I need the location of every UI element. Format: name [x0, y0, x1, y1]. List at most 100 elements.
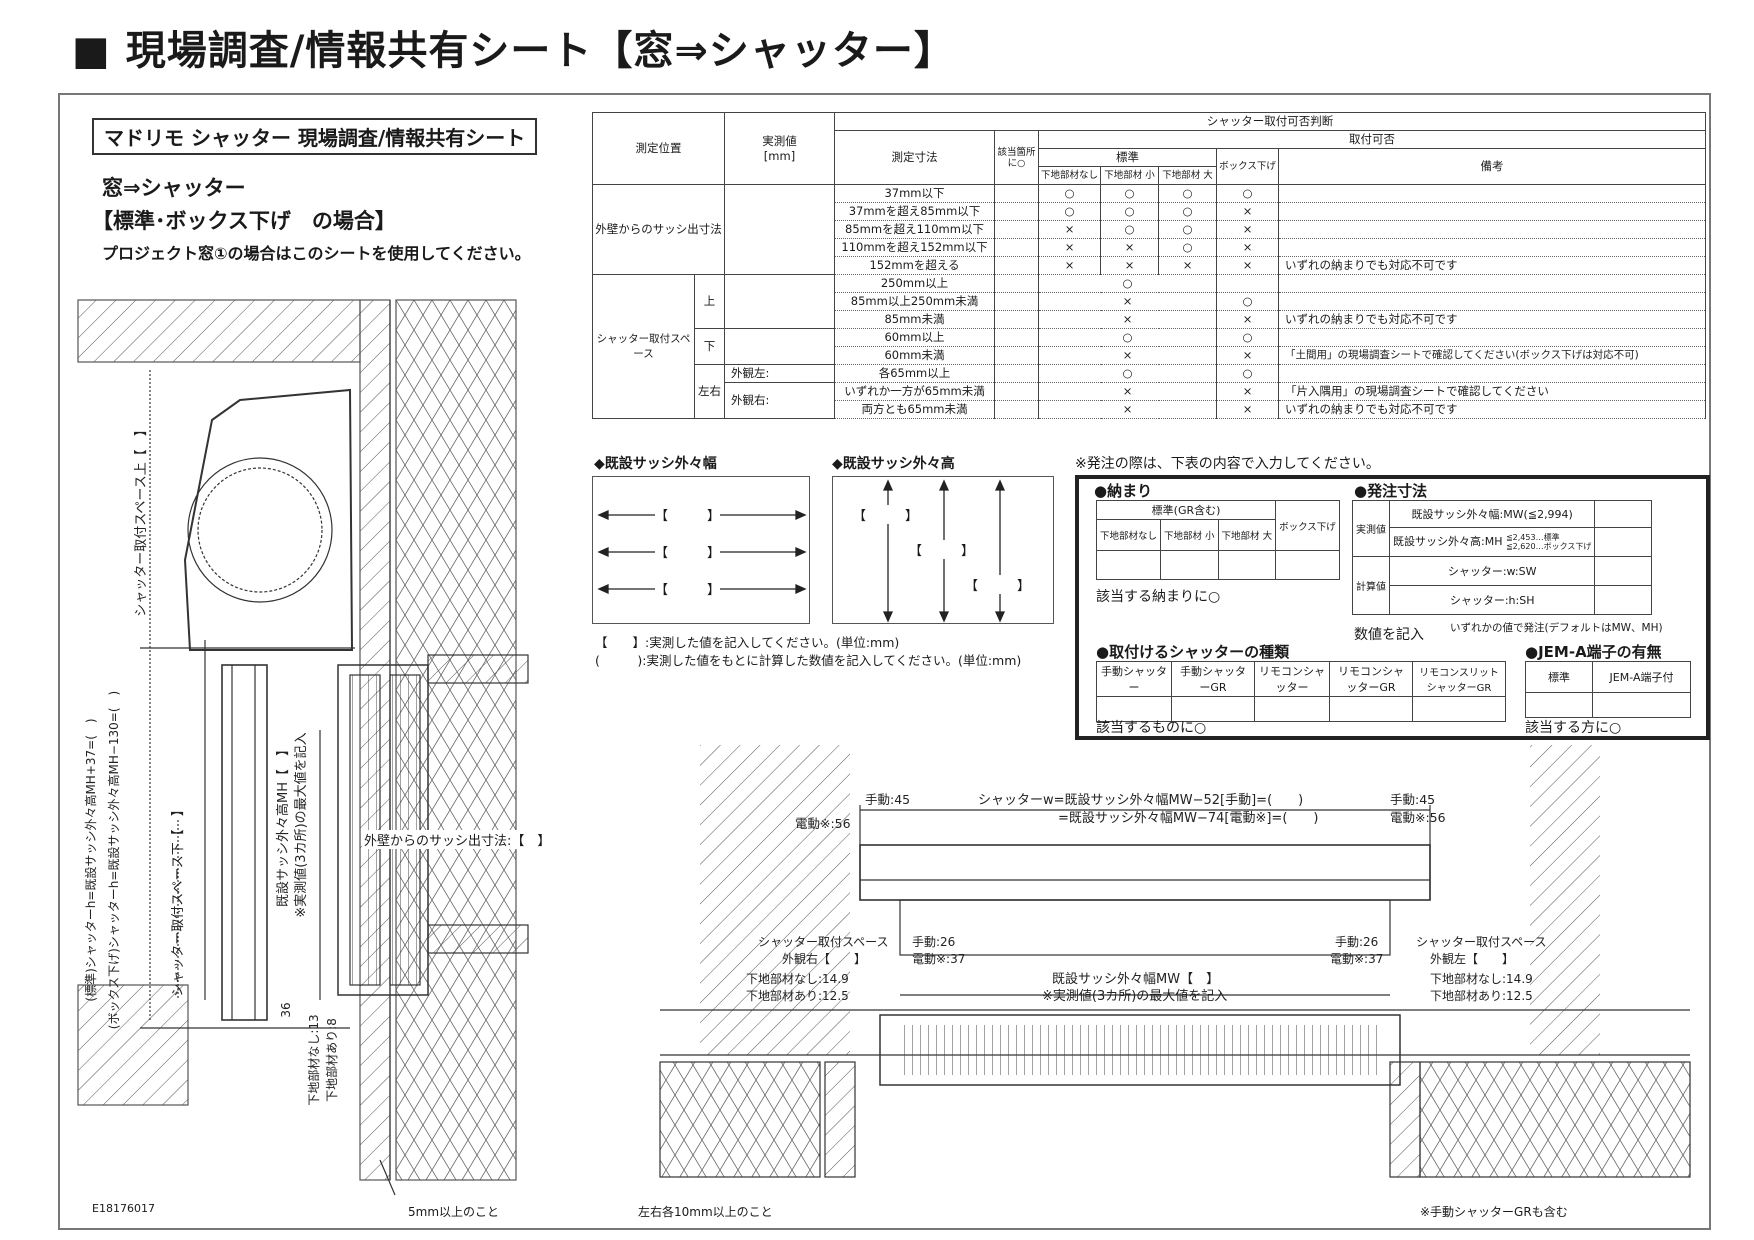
bottom-actual-cell[interactable] [724, 328, 835, 365]
table-row: 37mmを超え85mm以下 ○○○× [593, 202, 1706, 221]
section-mh-note: ※実測値(3カ所)の最大値を記入 [293, 732, 309, 917]
table-row: 外壁からのサッシ出寸法 37mm以下 ○○○○ [592, 184, 1706, 275]
plan-none-left: 下地部材なし:14.9 [746, 971, 849, 986]
osamari-table: 標準(GR含む)ボックス下げ 下地部材なし下地部材 小下地部材 大 [1095, 500, 1340, 580]
g1-label: 外壁からのサッシ出寸法 [592, 184, 725, 275]
plan-gr-note: ※手動シャッターGRも含む [1420, 1205, 1568, 1219]
jem-with-check[interactable] [1592, 692, 1691, 718]
table-row: 85mm未満 ××いずれの納まりでも対応不可です [593, 310, 1706, 329]
type-check[interactable] [1412, 696, 1506, 722]
osamari-small-check[interactable] [1160, 550, 1219, 580]
plan-space-right: シャッター取付スペース [1416, 935, 1547, 949]
cell: 「土間用」の現場調査シートで確認してください(ボックス下げは対応不可) [1278, 346, 1706, 365]
heading-note: プロジェクト窓①の場合はこのシートを使用してください。 [102, 244, 531, 263]
plan-manual26-right: 手動:26 [1335, 935, 1378, 949]
h-dimension: 測定寸法 [834, 130, 995, 185]
type-check[interactable] [1096, 696, 1172, 722]
osamari-large-check[interactable] [1217, 550, 1277, 580]
type-check[interactable] [1254, 696, 1330, 722]
page-title: ■ 現場調査/情報共有シート【窓⇒シャッター】 [72, 28, 955, 74]
plan-electric37-right: 電動※:37 [1330, 952, 1383, 966]
g2-label: シャッター取付スペース [592, 274, 695, 419]
plan-sw-formula1: シャッターw=既設サッシ外々幅MW−52[手動]=( ) [978, 792, 1303, 808]
mh-label: 既設サッシ外々高:MH [1393, 535, 1503, 548]
plan-ten-mm: 左右各10mm以上のこと [638, 1205, 773, 1219]
jem-std-check[interactable] [1525, 692, 1593, 718]
legend-paren: ( ):実測した値をもとに計算した数値を記入してください。(単位:mm) [595, 653, 1022, 668]
width-input-2[interactable]: 【 】 [655, 542, 721, 561]
table-row: 左右 外観左: 各65mm以上 ○○ [593, 364, 1706, 419]
table-row: 85mmを超え110mm以下 ×○○× [593, 220, 1706, 239]
height-input-1[interactable]: 【 】 [853, 505, 919, 524]
heading-case: 【標準･ボックス下げ の場合】 [92, 209, 396, 233]
height-input-3[interactable]: 【 】 [965, 575, 1031, 594]
cell: シャッター:w:SW [1388, 556, 1596, 586]
lr-right[interactable]: 外観右: [724, 382, 835, 419]
cell: 手動シャッターGR [1171, 661, 1255, 697]
cell: 下地部材なし [1095, 519, 1162, 551]
cell: 標準 [1525, 661, 1593, 693]
height-input-2[interactable]: 【 】 [909, 540, 975, 559]
h-boxdown: ボックス下げ [1216, 148, 1280, 185]
cell: いずれか一方が65mm未満 [834, 382, 995, 401]
section-mh-label: 既設サッシ外々高MH【 】 [275, 743, 291, 907]
section-space-top: シャッター取付スペース上【 】 [134, 423, 149, 616]
cell: × [1216, 400, 1280, 419]
h-applicable: 該当箇所に○ [994, 130, 1039, 185]
osamari-note: 該当する納まりに○ [1096, 589, 1221, 605]
plan-drawing [659, 745, 1691, 1178]
osamari-title: ●納まり [1094, 482, 1153, 500]
type-title: ●取付けるシャッターの種類 [1096, 643, 1290, 661]
jem-title: ●JEM-A端子の有無 [1525, 643, 1662, 661]
cell: いずれの納まりでも対応不可です [1278, 310, 1706, 329]
cell: 計算値 [1352, 556, 1390, 615]
plan-none-right: 下地部材なし:14.9 [1430, 971, 1533, 986]
section-space-bottom: シャッター取付スペース下【 】 [171, 803, 186, 996]
osamari-none-check[interactable] [1095, 550, 1162, 580]
legend-bracket: 【 】:実測した値を記入してください。(単位:mm) [595, 635, 900, 650]
cell: いずれの納まりでも対応不可です [1278, 256, 1706, 275]
order-box [1075, 475, 1710, 740]
h-position: 測定位置 [592, 112, 725, 185]
sub-bottom: 下 [694, 328, 725, 365]
heading-window-to-shutter: 窓⇒シャッター [102, 176, 246, 200]
cell: シャッター:h:SH [1388, 585, 1596, 615]
section-formula-std: (標準)シャッターh=既設サッシ外々高MH+37=( ) [83, 718, 98, 1001]
dim-table: 実測値既設サッシ外々幅:MW(≦2,994) 既設サッシ外々高:MH ≦2,45… [1352, 500, 1652, 615]
type-check[interactable] [1171, 696, 1255, 722]
height-measure-box: 【 】 【 】 【 】 [832, 476, 1054, 624]
section-drawing [77, 299, 529, 1196]
section-under-with: 下地部材あり:8 [324, 1018, 339, 1102]
plan-with-left: 下地部材あり:12.5 [746, 988, 849, 1003]
g1-actual-cell[interactable] [724, 184, 835, 275]
width-input-3[interactable]: 【 】 [655, 579, 721, 598]
cell: 既設サッシ外々幅:MW(≦2,994) [1388, 500, 1596, 528]
cell: 手動シャッター [1096, 661, 1172, 697]
sh-input[interactable] [1594, 585, 1652, 615]
width-input-1[interactable]: 【 】 [655, 505, 721, 524]
plan-manual45-right: 手動:45 [1390, 792, 1435, 807]
section-formula-box: (ボックス下げ)シャッターh=既設サッシ外々高MH−130=( ) [106, 691, 121, 1029]
type-check[interactable] [1329, 696, 1413, 722]
cell: 両方とも65mm未満 [834, 400, 995, 419]
mw-input[interactable] [1594, 500, 1652, 528]
plan-manual26-left: 手動:26 [912, 935, 955, 949]
table-row: 152mmを超える ××××いずれの納まりでも対応不可です [593, 256, 1706, 275]
cell: 110mmを超え152mm以下 [834, 238, 995, 257]
section-dim36: 36 [279, 1002, 293, 1017]
plan-mw-label: 既設サッシ外々幅MW【 】 [1052, 971, 1219, 987]
plan-right-view: 外観右【 】 [782, 951, 866, 966]
section-under-none: 下地部材なし:13 [306, 1014, 321, 1105]
table-row: 両方とも65mm未満 ××いずれの納まりでも対応不可です [593, 400, 1706, 419]
height-title: ◆既設サッシ外々高 [832, 456, 955, 472]
section-protrusion[interactable]: 外壁からのサッシ出寸法:【 】 [362, 830, 553, 849]
sub-top: 上 [694, 274, 725, 329]
sheet-frame [58, 93, 1711, 1230]
dim-note2: いずれかの値で発注(デフォルトはMW、MH) [1450, 622, 1663, 634]
section-five-mm: 5mm以上のこと [408, 1205, 500, 1219]
type-table: 手動シャッター 手動シャッターGR リモコンシャッター リモコンシャッターGR … [1096, 661, 1506, 722]
osamari-boxdown-check[interactable] [1275, 550, 1340, 580]
dim-note: 数値を記入 [1354, 627, 1424, 643]
